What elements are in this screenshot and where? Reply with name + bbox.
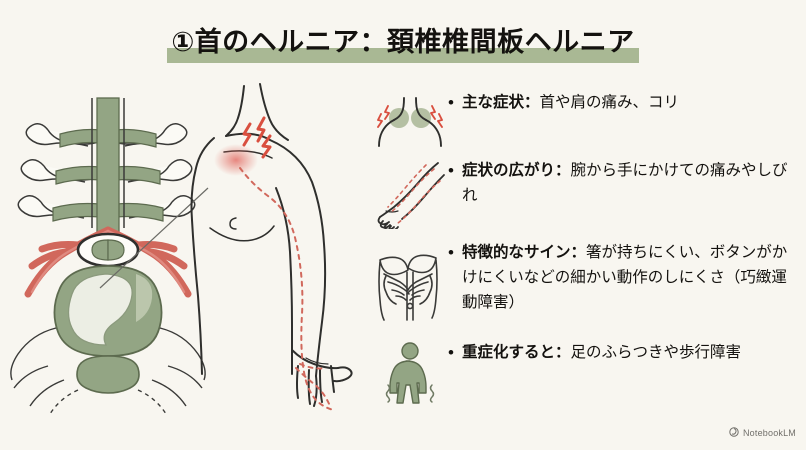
bullet-body: 首や肩の痛み、コリ — [539, 94, 680, 111]
list-item: • 主な症状：首や肩の痛み、コリ — [372, 88, 800, 150]
bullet-text-block: • 症状の広がり：腕から手にかけての痛みやしびれ — [448, 156, 788, 208]
bullet-separator: ： — [555, 344, 571, 361]
bullet-lead: 特徴的なサイン — [462, 244, 571, 261]
bullet-lead: 症状の広がり — [462, 162, 556, 179]
pain-flash-icon — [242, 116, 272, 159]
neck-pain-glow — [214, 144, 258, 176]
title-wrapper: ①首のヘルニア：頚椎椎間板ヘルニア — [167, 20, 639, 64]
arm-radiating-pain-icon — [372, 156, 448, 232]
watermark-label: NotebookLM — [742, 428, 796, 438]
bullet-body: 腕から手にかけての痛みやしびれ — [462, 162, 788, 204]
bullet-body: 箸が持ちにくい、ボタンがかけにくいなどの細かい動作のしにくさ（巧緻運動障害） — [462, 244, 788, 311]
male-torso — [190, 83, 353, 407]
neck-shoulder-pain-icon — [372, 88, 448, 150]
bullet-lead: 主な症状 — [462, 94, 525, 111]
cervical-spine-and-torso-illustration — [8, 78, 378, 423]
bullet-lead: 重症化すると — [462, 344, 556, 361]
title-highlight-bar — [167, 48, 639, 63]
list-item: • 重症化すると：足のふらつきや歩行障害 — [372, 338, 800, 408]
bullet-body: 足のふらつきや歩行障害 — [570, 344, 742, 361]
unsteady-walking-figure-icon — [372, 338, 448, 408]
list-item: • 症状の広がり：腕から手にかけての痛みやしびれ — [372, 156, 800, 232]
bullet-text-block: • 特徴的なサイン：箸が持ちにくい、ボタンがかけにくいなどの細かい動作のしにくさ… — [448, 238, 788, 315]
buttoning-shirt-icon — [372, 238, 448, 332]
notebooklm-icon — [729, 424, 739, 442]
pointer-line — [99, 187, 209, 289]
bullet-marker: • — [448, 343, 454, 362]
bullet-text: 主な症状：首や肩の痛み、コリ — [462, 90, 679, 115]
vertebral-body — [53, 265, 163, 394]
page-title: ①首のヘルニア：頚椎椎間板ヘルニア — [171, 27, 635, 57]
bullet-text: 症状の広がり：腕から手にかけての痛みやしびれ — [462, 158, 788, 208]
bullet-text-block: • 主な症状：首や肩の痛み、コリ — [448, 88, 679, 115]
radiating-pain-path — [239, 167, 335, 411]
bullet-separator: ： — [555, 162, 571, 179]
bullet-marker: • — [448, 93, 454, 112]
bullet-text: 重症化すると：足のふらつきや歩行障害 — [462, 340, 741, 365]
bullet-marker: • — [448, 243, 454, 262]
bullet-text-block: • 重症化すると：足のふらつきや歩行障害 — [448, 338, 741, 365]
lower-vertebral-outlines — [10, 327, 206, 415]
watermark: NotebookLM — [729, 424, 796, 442]
bullet-text: 特徴的なサイン：箸が持ちにくい、ボタンがかけにくいなどの細かい動作のしにくさ（巧… — [462, 240, 788, 315]
bullet-separator: ： — [524, 94, 540, 111]
bullet-separator: ： — [570, 244, 587, 261]
symptom-bullet-list: • 主な症状：首や肩の痛み、コリ — [372, 88, 800, 414]
title-area: ①首のヘルニア：頚椎椎間板ヘルニア — [0, 20, 806, 70]
spinal-canal — [76, 232, 140, 268]
bullet-marker: • — [448, 161, 454, 180]
list-item: • 特徴的なサイン：箸が持ちにくい、ボタンがかけにくいなどの細かい動作のしにくさ… — [372, 238, 800, 332]
spine-cross-section — [10, 97, 206, 415]
